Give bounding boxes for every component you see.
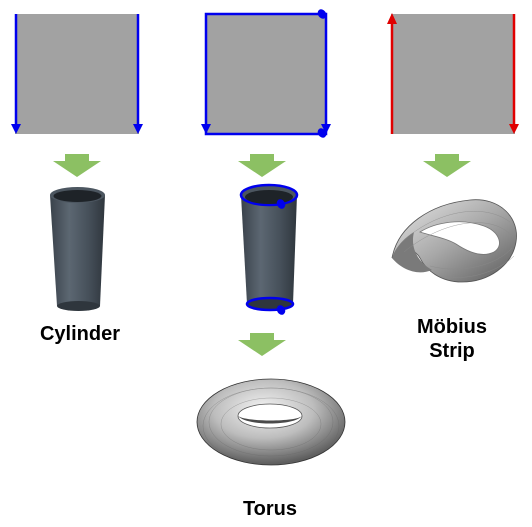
square-mobius (387, 13, 519, 134)
label-mobius-line2: Strip (429, 340, 475, 362)
arrowhead-down (321, 124, 331, 134)
arrowhead-down (11, 124, 21, 134)
label-mobius-line1: Möbius (417, 316, 487, 338)
square-cylinder (11, 14, 143, 134)
arrowhead-down (133, 124, 143, 134)
vertex-dot (276, 199, 286, 209)
vertex-dot (317, 9, 327, 19)
torus-shape (196, 378, 346, 466)
green-arrow-3 (423, 154, 471, 177)
label-torus: Torus (242, 498, 298, 520)
square-fill (391, 14, 515, 134)
label-mobius-strip: Möbius Strip (382, 315, 522, 363)
cylinder-shape (50, 187, 105, 311)
arrowhead-down (201, 124, 211, 134)
square-border (204, 12, 328, 136)
cylinder-glued-shape (239, 183, 299, 315)
green-arrow-2 (238, 154, 286, 177)
square-fill (206, 14, 326, 134)
arrowhead-down (509, 124, 519, 134)
label-cylinder: Cylinder (39, 323, 121, 345)
arrowhead-up (387, 13, 397, 24)
mobius-strip-shape (391, 199, 517, 283)
square-torus (201, 9, 331, 138)
vertex-dot (317, 128, 327, 138)
green-arrow-1 (53, 154, 101, 177)
vertex-dot (276, 305, 286, 315)
square-fill (15, 14, 139, 134)
green-arrow-4 (238, 333, 286, 356)
